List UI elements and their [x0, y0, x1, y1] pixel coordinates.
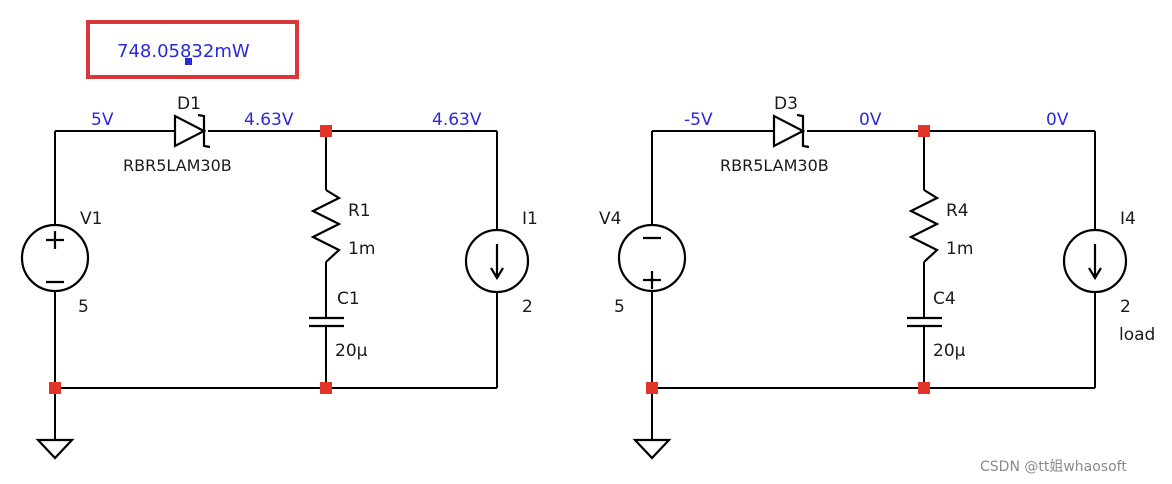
watermark: CSDN @tt姐whaosoft: [980, 459, 1127, 475]
source-v4-ref: V4: [599, 209, 621, 229]
capacitor-c4-symbol[interactable]: [907, 316, 942, 328]
capacitor-c4-value: 20µ: [933, 341, 966, 361]
junction-node[interactable]: [646, 382, 658, 394]
diode-d3-symbol[interactable]: [772, 113, 810, 149]
current-source-i1-symbol[interactable]: [464, 228, 530, 294]
power-probe-box[interactable]: [86, 20, 299, 79]
node-label-v1-top: 5V: [91, 110, 114, 130]
diode-d1-symbol[interactable]: [173, 113, 211, 149]
source-v1-ref: V1: [80, 209, 102, 229]
capacitor-c1-symbol[interactable]: [309, 316, 344, 328]
junction-node[interactable]: [320, 125, 332, 137]
capacitor-c4-ref: C4: [933, 289, 956, 309]
current-source-i1-value: 2: [522, 297, 533, 317]
node-label-v4-top: -5V: [684, 110, 713, 130]
junction-node[interactable]: [918, 125, 930, 137]
capacitor-c1-ref: C1: [337, 289, 360, 309]
diode-d1-ref: D1: [177, 94, 201, 114]
resistor-r1-symbol[interactable]: [310, 189, 342, 263]
power-probe-reading: 748.05832mW: [117, 41, 250, 62]
ground-symbol: [632, 438, 672, 460]
current-source-i1-ref: I1: [522, 209, 538, 229]
diode-d3-ref: D3: [774, 94, 798, 114]
right-circuit: D3 RBR5LAM30B V4 5 R4 1m C4 20µ I4 2 loa…: [599, 94, 1155, 460]
resistor-r4-value: 1m: [946, 239, 973, 259]
junction-node[interactable]: [49, 382, 61, 394]
current-source-i4-symbol[interactable]: [1062, 228, 1128, 294]
diode-d1-part: RBR5LAM30B: [123, 156, 232, 175]
junction-node[interactable]: [320, 382, 332, 394]
voltage-source-v4-symbol[interactable]: [617, 223, 687, 293]
current-source-i4-value: 2: [1120, 297, 1131, 317]
node-label-i1-top: 4.63V: [432, 110, 482, 130]
resistor-r4-symbol[interactable]: [908, 189, 940, 263]
resistor-r4-ref: R4: [946, 201, 969, 221]
probe-handle[interactable]: [185, 58, 192, 65]
source-v1-value: 5: [78, 297, 89, 317]
node-label-i4-top: 0V: [1046, 110, 1069, 130]
capacitor-c1-value: 20µ: [335, 341, 368, 361]
source-v4-value: 5: [614, 297, 625, 317]
node-label-d3-out: 0V: [859, 110, 882, 130]
resistor-r1-ref: R1: [348, 201, 371, 221]
ground-symbol: [35, 438, 75, 460]
junction-node[interactable]: [918, 382, 930, 394]
current-source-i4-ref: I4: [1120, 209, 1136, 229]
voltage-source-v1-symbol[interactable]: [20, 223, 90, 293]
resistor-r1-value: 1m: [348, 239, 375, 259]
node-label-d1-out: 4.63V: [244, 110, 294, 130]
diode-d3-part: RBR5LAM30B: [720, 156, 829, 175]
current-source-i4-note: load: [1119, 325, 1155, 345]
left-circuit: D1 RBR5LAM30B V1 5 R1 1m C1 20µ I1 2 5V: [20, 94, 538, 460]
